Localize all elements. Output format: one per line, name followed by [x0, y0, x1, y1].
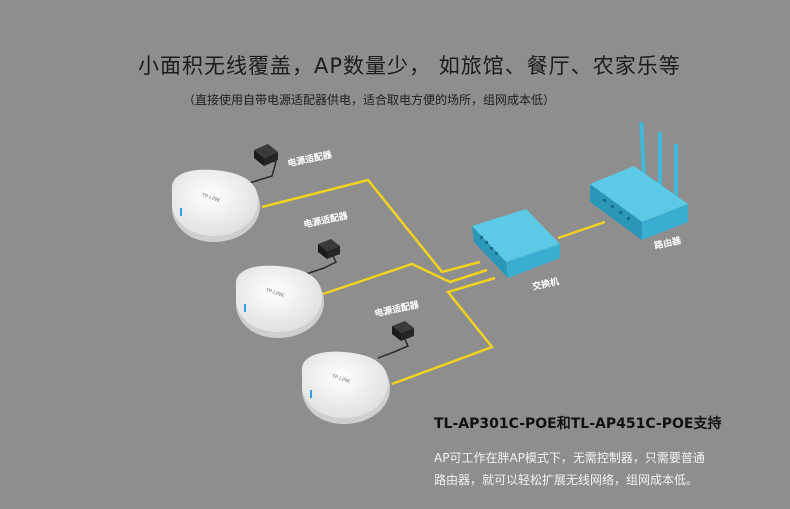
- cable-ap3: [391, 276, 496, 386]
- description-line-1: AP可工作在胖AP模式下，无需控制器，只需要普通: [434, 451, 705, 465]
- power-adapter-3: [392, 321, 414, 341]
- access-point-3: [301, 351, 390, 424]
- access-point-2: [235, 265, 324, 338]
- cables: [261, 178, 606, 386]
- cable-switch-router: [557, 220, 606, 240]
- cable-ap2: [322, 262, 488, 296]
- power-adapter-2: [318, 239, 340, 259]
- description-line-2: 路由器，就可以轻松扩展无线网络，组网成本低。: [434, 473, 699, 487]
- power-adapter-1: [254, 144, 278, 166]
- access-point-1: [171, 169, 260, 242]
- cable-ap1: [261, 178, 481, 274]
- page-subtitle: （直接使用自带电源适配器供电，适合取电方便的场所，组网成本低）: [183, 93, 556, 107]
- router-device: [590, 121, 688, 240]
- model-support-title: TL-AP301C-POE和TL-AP451C-POE支持: [434, 416, 722, 432]
- switch-device: [472, 209, 560, 278]
- description-text: AP可工作在胖AP模式下，无需控制器，只需要普通 路由器，就可以轻松扩展无线网络…: [434, 447, 734, 491]
- page-title: 小面积无线覆盖，AP数量少， 如旅馆、餐厅、农家乐等: [138, 54, 681, 78]
